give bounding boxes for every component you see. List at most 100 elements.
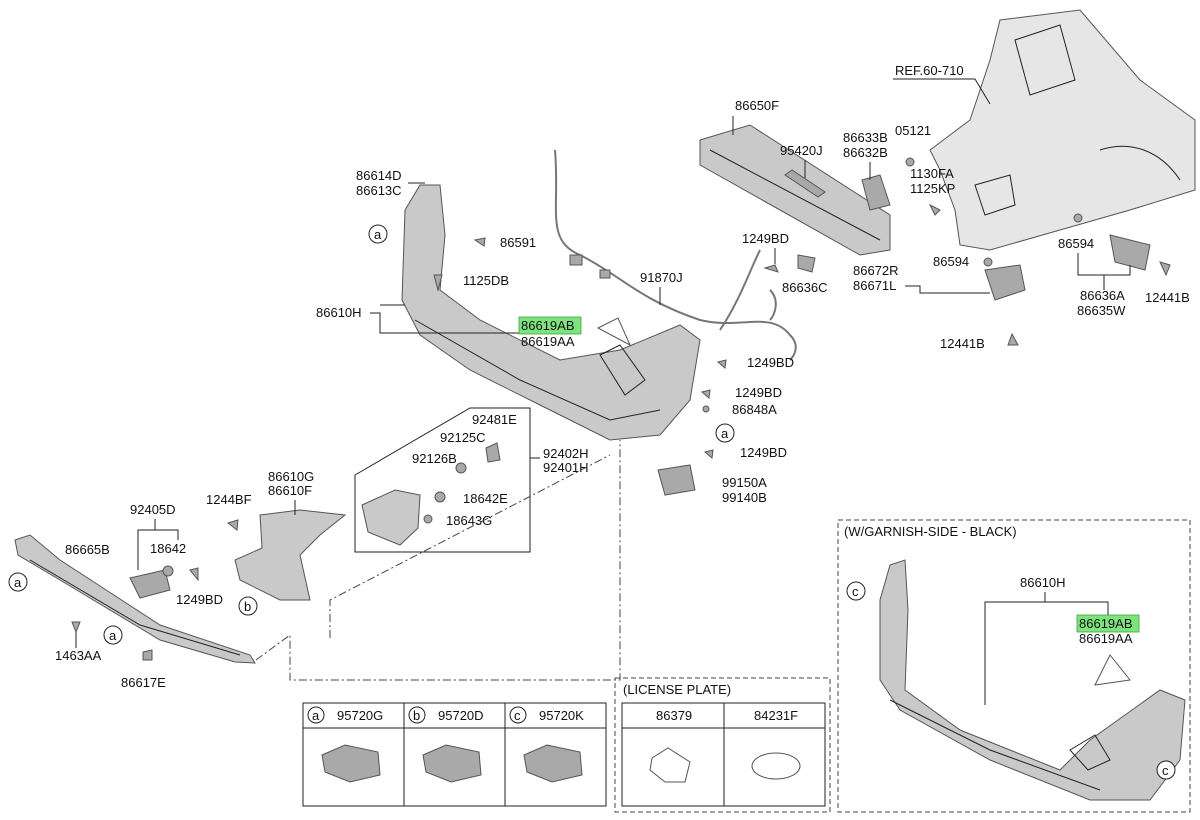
callout-92481E[interactable]: 92481E: [472, 412, 517, 427]
marker-c-1[interactable]: c: [846, 581, 866, 601]
callout-86671L[interactable]: 86671L: [853, 278, 896, 293]
bolt-12441B-b: [1159, 261, 1171, 277]
license-plate-box: [614, 677, 831, 813]
callout-86614D[interactable]: 86614D: [356, 168, 402, 183]
bracket-99150A: [657, 464, 696, 496]
callout-92126B[interactable]: 92126B: [412, 451, 457, 466]
callout-95420J[interactable]: 95420J: [780, 143, 823, 158]
nut-05121: [905, 157, 915, 167]
callout-05121[interactable]: 05121: [895, 123, 931, 138]
clip-86594-a: [983, 257, 993, 267]
callout-86650F[interactable]: 86650F: [735, 98, 779, 113]
bolt-86591: [473, 237, 486, 247]
callout-86632B[interactable]: 86632B: [843, 145, 888, 160]
callout-92401H[interactable]: 92401H: [543, 460, 589, 475]
reflector-86619AB: [596, 317, 632, 347]
bolt-1249BD-top: [763, 264, 779, 273]
callout-86610F[interactable]: 86610F: [268, 483, 312, 498]
highlight-86619AB: [518, 316, 582, 335]
callout-86848A[interactable]: 86848A: [732, 402, 777, 417]
bracket-86633B: [861, 174, 891, 211]
callout-86672R[interactable]: 86672R: [853, 263, 899, 278]
callout-92402H[interactable]: 92402H: [543, 446, 589, 461]
bumper-beam: [699, 124, 891, 256]
garnish-callout-86610H[interactable]: 86610H: [1020, 575, 1066, 590]
callout-1249BD-top[interactable]: 1249BD: [742, 231, 789, 246]
callout-86613C[interactable]: 86613C: [356, 183, 402, 198]
bracket-86672R: [984, 264, 1026, 301]
bracket-95420J: [784, 169, 826, 198]
callout-12441B-a[interactable]: 12441B: [940, 336, 985, 351]
callout-1463AA[interactable]: 1463AA: [55, 648, 102, 663]
garnish-reflector: [1094, 654, 1131, 686]
ref-label[interactable]: REF.60-710: [895, 63, 964, 78]
marker-a-4[interactable]: a: [103, 625, 123, 645]
rear-quarter-panel: [929, 9, 1196, 251]
license-plate-header-84231F[interactable]: 84231F: [754, 708, 798, 723]
garnish-variant-box: [837, 519, 1191, 813]
callout-86636A[interactable]: 86636A: [1080, 288, 1125, 303]
sensor-cell-b[interactable]: b 95720D: [408, 706, 484, 783]
callout-18642[interactable]: 18642: [150, 541, 186, 556]
callout-99150A[interactable]: 99150A: [722, 475, 767, 490]
bolt-1125DB: [433, 274, 443, 292]
garnish-title[interactable]: (W/GARNISH-SIDE - BLACK): [844, 524, 1017, 539]
bolt-1125KP: [928, 203, 941, 216]
callout-86636C[interactable]: 86636C: [782, 280, 828, 295]
callout-1249BD-1[interactable]: 1249BD: [747, 355, 794, 370]
callout-86610G[interactable]: 86610G: [268, 469, 314, 484]
clip-86848A: [702, 405, 710, 413]
svg-text:a: a: [14, 575, 22, 590]
callout-1125KP[interactable]: 1125KP: [910, 181, 955, 196]
bracket-86617E: [142, 649, 153, 661]
garnish-callout-86619AB[interactable]: 86619AB: [1079, 616, 1133, 631]
callout-86594-b[interactable]: 86594: [1058, 236, 1094, 251]
callout-1249BD-2[interactable]: 1249BD: [735, 385, 782, 400]
callout-86594-a[interactable]: 86594: [933, 254, 969, 269]
callout-1130FA[interactable]: 1130FA: [910, 166, 954, 181]
callout-1249BD-4[interactable]: 1249BD: [176, 592, 223, 607]
callout-99140B[interactable]: 99140B: [722, 490, 767, 505]
bolt-1249BD-3: [703, 449, 714, 459]
svg-text:c: c: [1162, 763, 1169, 778]
sensor-cell-a[interactable]: a 95720G: [307, 706, 383, 783]
bolt-1249BD-2: [700, 389, 711, 399]
callout-1249BD-3[interactable]: 1249BD: [740, 445, 787, 460]
callout-86635W[interactable]: 86635W: [1077, 303, 1126, 318]
marker-a-3[interactable]: a: [8, 572, 28, 592]
svg-text:a: a: [721, 426, 729, 441]
sensor-cell-c[interactable]: c 95720K: [509, 706, 584, 783]
marker-b-1[interactable]: b: [238, 596, 258, 616]
side-garnish: [234, 509, 347, 601]
callout-12441B-b[interactable]: 12441B: [1145, 290, 1190, 305]
callout-86617E[interactable]: 86617E: [121, 675, 166, 690]
callout-18643G[interactable]: 18643G: [446, 513, 492, 528]
callout-86619AB[interactable]: 86619AB: [521, 318, 575, 333]
marker-a-1[interactable]: a: [368, 224, 388, 244]
bracket-86636C: [797, 254, 816, 273]
marker-a-2[interactable]: a: [715, 423, 735, 443]
callout-1244BF[interactable]: 1244BF: [206, 492, 252, 507]
callout-92405D[interactable]: 92405D: [130, 502, 176, 517]
license-plate-header-86379[interactable]: 86379: [656, 708, 692, 723]
callout-1125DB[interactable]: 1125DB: [463, 273, 509, 288]
garnish-highlight-86619AB: [1076, 614, 1140, 633]
callout-86665B[interactable]: 86665B: [65, 542, 110, 557]
callout-86610H[interactable]: 86610H: [316, 305, 362, 320]
license-plate-title[interactable]: (LICENSE PLATE): [623, 682, 731, 697]
callout-86591[interactable]: 86591: [500, 235, 536, 250]
sensor-table: [302, 702, 607, 807]
bolt-1249BD-4: [189, 567, 199, 582]
callout-86633B[interactable]: 86633B: [843, 130, 888, 145]
callout-18642E[interactable]: 18642E: [463, 491, 508, 506]
callout-91870J[interactable]: 91870J: [640, 270, 683, 285]
svg-text:95720K: 95720K: [539, 708, 584, 723]
bolt-12441B-a: [1007, 332, 1019, 346]
callout-86619AA[interactable]: 86619AA: [521, 334, 575, 349]
callout-92125C[interactable]: 92125C: [440, 430, 486, 445]
bulb-18642: [162, 565, 174, 577]
marker-c-2[interactable]: c: [1156, 760, 1176, 780]
bolt-1249BD-1: [716, 359, 727, 369]
bolt-1244BF: [226, 519, 239, 531]
garnish-callout-86619AA[interactable]: 86619AA: [1079, 631, 1133, 646]
